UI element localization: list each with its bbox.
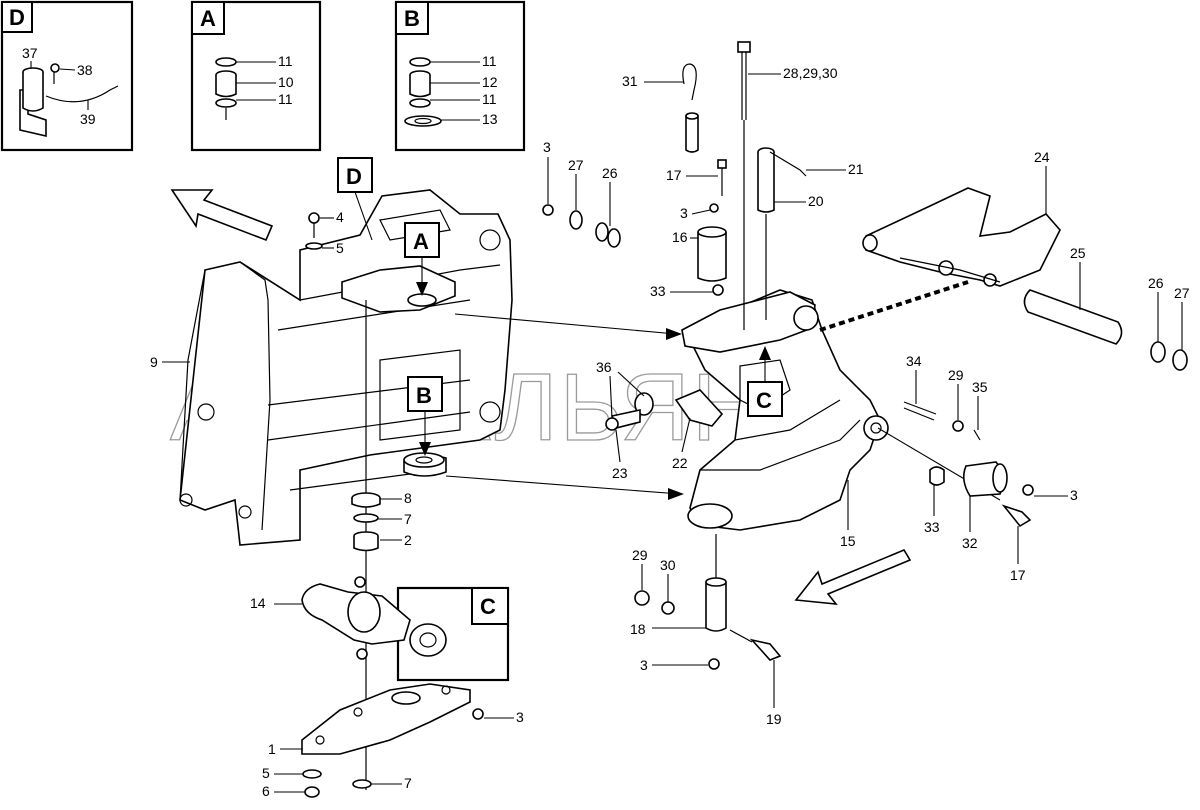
callout-9: 9 <box>150 354 158 370</box>
callout-26-right: 26 <box>1148 275 1164 291</box>
callout-6: 6 <box>262 783 270 799</box>
callout-3-bottom: 3 <box>640 657 648 673</box>
callout-26-left: 26 <box>602 165 618 181</box>
callout-29-bottom: 29 <box>632 547 648 563</box>
assembly-dashed-link <box>819 280 969 332</box>
callout-17-top: 17 <box>666 167 682 183</box>
detail-box-c: C <box>396 586 510 682</box>
callout-3-washer-stack: 3 <box>543 139 551 155</box>
callout-17-right: 17 <box>1010 567 1026 583</box>
callout-21: 21 <box>848 161 864 177</box>
callout-23: 23 <box>612 465 628 481</box>
callout-39: 39 <box>80 111 96 127</box>
oscillating-beam <box>301 576 447 660</box>
callout-38: 38 <box>77 62 93 78</box>
detail-box-d-letter: D <box>9 5 25 30</box>
callout-3-pin16: 3 <box>680 205 688 221</box>
callout-34: 34 <box>906 353 922 369</box>
callout-1: 1 <box>268 741 276 757</box>
callout-16: 16 <box>672 229 688 245</box>
callout-14: 14 <box>250 595 266 611</box>
callout-36: 36 <box>596 359 612 375</box>
callout-a-11-bottom: 11 <box>278 91 293 107</box>
loader-frame <box>179 189 513 546</box>
callout-29-right: 29 <box>948 367 964 383</box>
callout-27-left: 27 <box>568 157 584 173</box>
forward-arrow-upper <box>170 189 274 242</box>
callout-20: 20 <box>808 193 824 209</box>
callouts: 1 2 3 4 5 5 6 7 7 8 9 14 3 27 26 31 28,2… <box>150 65 1190 799</box>
detail-box-a: A 11 10 11 <box>190 0 322 152</box>
callout-33-top: 33 <box>650 283 666 299</box>
lower-mount-plate <box>301 683 471 755</box>
view-tag-d-letter: D <box>346 164 362 189</box>
callout-31: 31 <box>622 73 638 89</box>
callout-3-plate: 3 <box>516 709 524 725</box>
detail-box-b: B 11 12 11 13 <box>394 0 526 152</box>
callout-27-right: 27 <box>1174 285 1190 301</box>
view-tag-b-letter: B <box>416 383 432 408</box>
callout-35: 35 <box>972 379 988 395</box>
callout-24: 24 <box>1034 149 1050 165</box>
callout-19: 19 <box>766 711 782 727</box>
callout-25: 25 <box>1070 245 1086 261</box>
view-tag-c-letter: C <box>756 388 772 413</box>
view-tag-a-letter: A <box>413 229 429 254</box>
callout-7-top: 7 <box>404 511 412 527</box>
callout-15: 15 <box>840 533 856 549</box>
callout-b-11-bottom: 11 <box>482 91 497 107</box>
callout-4: 4 <box>336 209 344 225</box>
callout-28-29-30: 28,29,30 <box>783 65 838 81</box>
callout-8: 8 <box>404 490 412 506</box>
callout-5-bottom: 5 <box>262 765 270 781</box>
callout-7-bottom: 7 <box>404 775 412 791</box>
pin-25 <box>1023 289 1123 345</box>
detail-box-b-letter: B <box>404 6 420 31</box>
view-tag-a <box>404 222 440 258</box>
mount-arrow-lower <box>445 475 681 495</box>
detail-box-d: D 37 38 39 <box>0 0 134 152</box>
callout-2: 2 <box>404 532 412 548</box>
callout-30: 30 <box>660 557 676 573</box>
callout-37: 37 <box>22 45 38 61</box>
detail-box-c-letter: C <box>480 594 496 619</box>
callout-32: 32 <box>962 535 978 551</box>
callout-33-right: 33 <box>924 519 940 535</box>
callout-3-right: 3 <box>1070 487 1078 503</box>
callout-b-13: 13 <box>482 111 498 127</box>
forward-arrow-lower <box>794 548 912 605</box>
callout-5-top: 5 <box>336 240 344 256</box>
callout-18: 18 <box>630 621 646 637</box>
callout-22: 22 <box>672 455 688 471</box>
callout-b-11-top: 11 <box>482 53 497 69</box>
mount-arrow-upper <box>454 313 677 335</box>
axle-carrier <box>681 289 889 531</box>
hitch-bracket <box>862 187 1061 287</box>
callout-a-10: 10 <box>278 74 294 90</box>
detail-box-a-letter: A <box>200 6 216 31</box>
callout-a-11-top: 11 <box>278 53 293 69</box>
callout-b-12: 12 <box>482 74 498 90</box>
